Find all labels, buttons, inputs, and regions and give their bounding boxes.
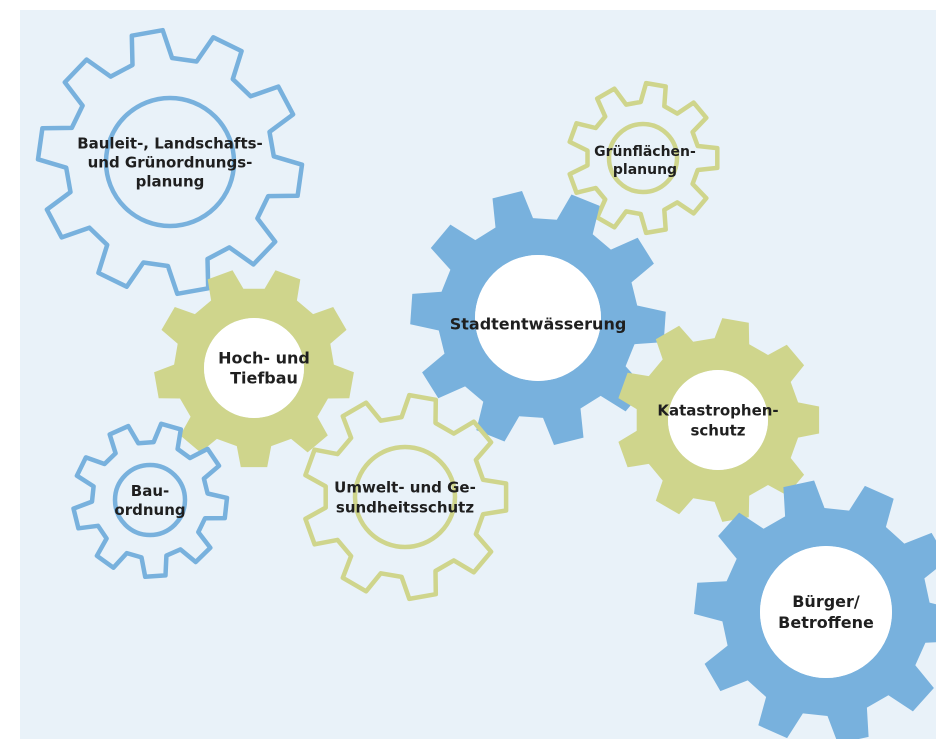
gear-katastrophenschutz-label-line-1: Katastrophen-	[657, 401, 778, 419]
gear-katastrophenschutz-label-line-2: schutz	[690, 421, 745, 439]
gear-bauordnung-label-line-1: Bau-	[131, 482, 169, 500]
gear-hochbau-shape	[154, 270, 354, 468]
gear-bauleit-label-line-3: planung	[136, 172, 205, 190]
gear-gruenflaechen-label-line-2: planung	[613, 162, 677, 178]
gear-umwelt: Umwelt- und Ge-sundheitsschutz	[303, 392, 509, 602]
gear-katastrophenschutz: Katastrophen-schutz	[618, 318, 820, 522]
gear-buerger-label-line-2: Betroffene	[778, 613, 874, 632]
gear-buerger-label-line-1: Bürger/	[792, 592, 860, 611]
gear-katastrophenschutz-shape	[618, 318, 820, 522]
gear-bauordnung-hub	[112, 462, 188, 538]
gear-gruenflaechen: Grünflächen-planung	[567, 80, 720, 236]
gear-gruenflaechen-hub	[606, 121, 680, 195]
gear-stadtentwaesserung-hub	[475, 255, 601, 381]
gear-bauordnung-shape	[71, 421, 230, 580]
gear-hochbau-label-line-2: Tiefbau	[230, 369, 298, 388]
gear-gruenflaechen-label-line-1: Grünflächen-	[594, 144, 696, 160]
gear-stadtentwaesserung-label-line-1: Stadtentwässerung	[450, 315, 627, 334]
gear-katastrophenschutz-hub	[668, 370, 768, 470]
gear-bauleit-shape	[35, 27, 305, 297]
gear-buerger-shape	[694, 480, 936, 739]
gear-umwelt-hub	[352, 444, 458, 550]
gear-bauleit-label-line-1: Bauleit-, Landschafts-	[77, 134, 263, 152]
gear-stadtentwaesserung: Stadtentwässerung	[410, 191, 666, 445]
gear-bauleit: Bauleit-, Landschafts-und Grünordnungs-p…	[35, 27, 305, 297]
gear-umwelt-label-line-1: Umwelt- und Ge-	[334, 478, 476, 496]
gear-umwelt-label-line-2: sundheitsschutz	[336, 498, 474, 516]
gear-hochbau-hub	[204, 318, 304, 418]
gear-umwelt-shape	[303, 392, 509, 602]
gear-bauordnung-label-line-2: ordnung	[114, 501, 185, 519]
gear-bauleit-hub	[103, 95, 237, 229]
gear-gruenflaechen-shape	[567, 80, 720, 236]
gear-bauleit-label-line-2: und Grünordnungs-	[88, 153, 253, 171]
gear-bauordnung: Bau-ordnung	[71, 421, 230, 580]
gear-hochbau-label-line-1: Hoch- und	[218, 349, 310, 368]
gear-buerger-hub	[760, 546, 892, 678]
gear-stadtentwaesserung-shape	[410, 191, 666, 445]
gear-buerger: Bürger/Betroffene	[694, 480, 936, 739]
